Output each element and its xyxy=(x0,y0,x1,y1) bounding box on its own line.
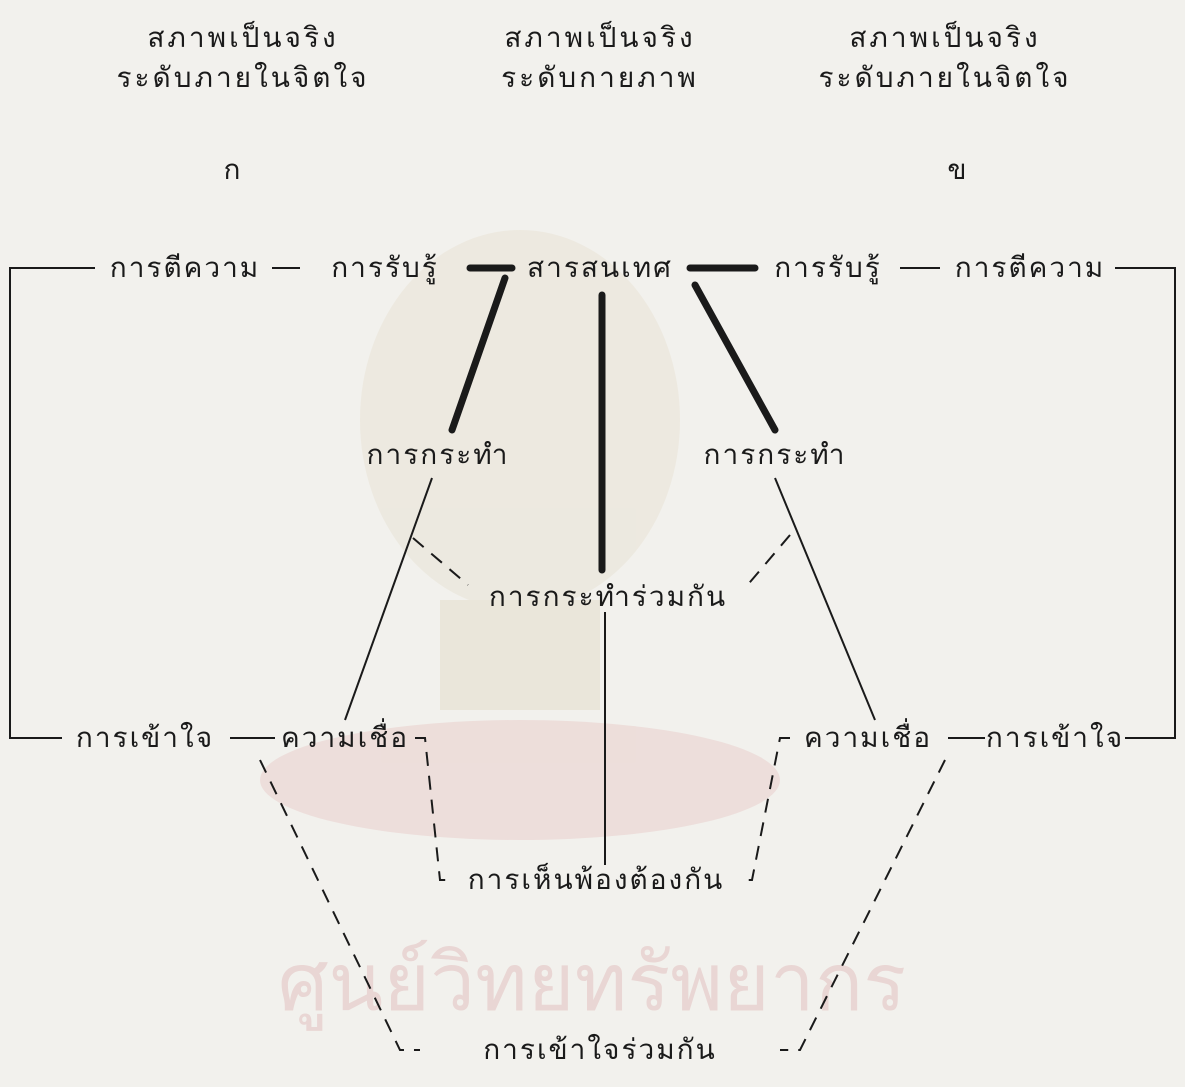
node-interpretation-right: การตีความ xyxy=(954,251,1106,284)
dash-under-mutual-right xyxy=(780,759,946,1051)
dash-right-action-joint xyxy=(744,534,791,589)
node-agreement: การเห็นพ้องต้องกัน xyxy=(467,863,725,896)
header-right: สภาพเป็นจริง ระดับภายในจิตใจ xyxy=(818,18,1071,98)
header-right-line2: ระดับภายในจิตใจ xyxy=(818,61,1072,94)
header-center-line2: ระดับกายภาพ xyxy=(501,61,699,94)
node-perception-right: การรับรู้ xyxy=(774,251,882,284)
node-information: สารสนเทศ xyxy=(527,251,673,284)
node-perception-left: การรับรู้ xyxy=(331,251,439,284)
dash-under-mutual-left xyxy=(259,759,420,1051)
node-understanding-right: การเข้าใจ xyxy=(985,721,1125,754)
header-right-line1: สภาพเป็นจริง xyxy=(849,21,1041,54)
line-right-outer xyxy=(1115,267,1176,739)
header-center-line1: สภาพเป็นจริง xyxy=(504,21,696,54)
line-left-outer xyxy=(9,267,95,739)
node-interpretation-left: การตีความ xyxy=(109,251,261,284)
dash-belief-agree-left xyxy=(415,737,448,881)
line-action-belief-right xyxy=(774,477,876,721)
line-info-action-left xyxy=(448,274,509,434)
node-understanding-left: การเข้าใจ xyxy=(75,721,215,754)
marker-right: ข xyxy=(947,153,969,186)
node-action-left: การกระทำ xyxy=(366,438,510,471)
header-left-line1: สภาพเป็นจริง xyxy=(147,21,339,54)
watermark-text: ศูนย์วิทยทรัพยากร xyxy=(278,936,907,1031)
header-left-line2: ระดับภายในจิตใจ xyxy=(116,61,370,94)
node-action-right: การกระทำ xyxy=(703,438,847,471)
node-mutual-understanding: การเข้าใจร่วมกัน xyxy=(483,1033,717,1066)
marker-left: ก xyxy=(223,153,243,186)
line-info-action-right xyxy=(691,281,779,434)
dash-left-action-joint xyxy=(412,537,469,586)
node-belief-left: ความเชื่อ xyxy=(280,721,410,754)
node-joint-action: การกระทำร่วมกัน xyxy=(488,580,728,613)
header-left: สภาพเป็นจริง ระดับภายในจิตใจ xyxy=(116,18,369,98)
line-action-belief-left xyxy=(344,477,433,721)
node-belief-right: ความเชื่อ xyxy=(803,721,933,754)
header-center: สภาพเป็นจริง ระดับกายภาพ xyxy=(501,18,699,98)
dash-belief-agree-right xyxy=(742,737,790,881)
